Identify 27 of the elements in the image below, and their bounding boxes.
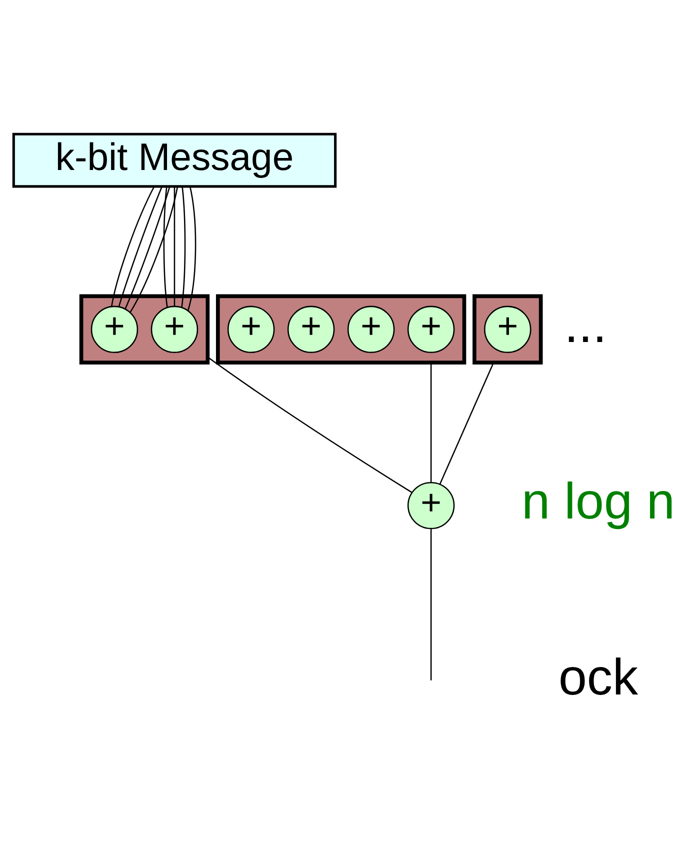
node-circle: + bbox=[407, 306, 455, 354]
connector bbox=[118, 186, 163, 307]
node-circle: + bbox=[287, 306, 335, 354]
connector bbox=[187, 186, 196, 311]
node-circle: + bbox=[484, 306, 532, 354]
label: n log n bbox=[522, 472, 675, 530]
connector bbox=[430, 362, 432, 482]
connector bbox=[124, 186, 170, 309]
node-circle: + bbox=[150, 306, 198, 354]
connector bbox=[163, 186, 168, 308]
connector bbox=[430, 528, 432, 680]
connector bbox=[111, 186, 155, 306]
cluster bbox=[216, 294, 466, 364]
connector bbox=[174, 186, 176, 306]
node-circle: + bbox=[227, 306, 275, 354]
node-box: k-bit Message bbox=[12, 132, 337, 188]
connector bbox=[181, 186, 186, 308]
node-circle: + bbox=[407, 482, 455, 530]
cluster bbox=[472, 294, 543, 364]
label: ock bbox=[558, 648, 638, 706]
node-circle: + bbox=[90, 306, 138, 354]
connector bbox=[207, 356, 412, 493]
cluster bbox=[79, 294, 210, 364]
connector bbox=[439, 362, 494, 484]
node-circle: + bbox=[347, 306, 395, 354]
connector bbox=[130, 186, 178, 312]
label: ... bbox=[564, 296, 607, 354]
